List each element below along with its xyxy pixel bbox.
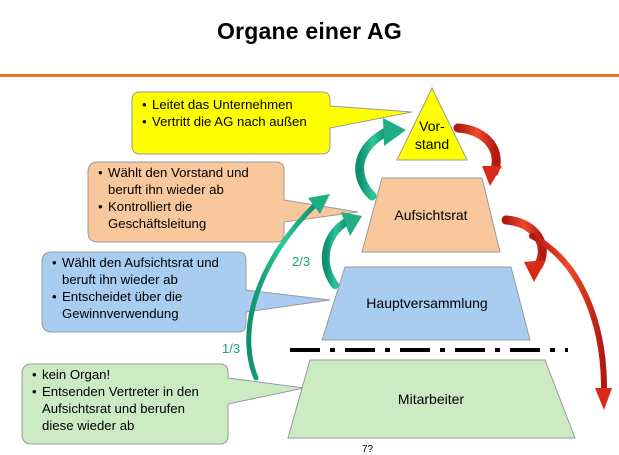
mitarbeiter-label: Mitarbeiter: [398, 391, 464, 407]
bubble-vorstand: Leitet das Unternehmen Vertritt die AG n…: [134, 92, 330, 154]
mitarbeiter-trapezoid: [287, 359, 576, 439]
bubble-aufsichtsrat: Wählt den Vorstand und beruft ihn wieder…: [90, 162, 282, 242]
vorstand-triangle: [396, 86, 468, 161]
bubble-hauptversammlung-item: Wählt den Aufsichtsrat und beruft ihn wi…: [51, 254, 238, 288]
hauptversammlung-trapezoid: [321, 266, 531, 341]
bubble-hauptversammlung: Wählt den Aufsichtsrat und beruft ihn wi…: [44, 252, 244, 332]
one-third-label: 1/3: [222, 341, 240, 356]
bubble-hauptversammlung-item: Entscheidet über die Gewinnverwendung: [51, 288, 238, 322]
vorstand-label-line1: Vor-: [419, 118, 445, 134]
vorstand-label-line2: stand: [415, 136, 449, 152]
green-arrow-aufsichtsrat-to-vorstand: [355, 118, 406, 201]
green-arrow-hauptversammlung-to-aufsichtsrat: [321, 212, 362, 289]
bubble-mitarbeiter-item: kein Organ!: [31, 366, 220, 383]
bubble-mitarbeiter-item: Entsenden Vertreter in den Aufsichtsrat …: [31, 383, 220, 434]
page-number: 7?: [362, 444, 374, 455]
bubble-aufsichtsrat-item: Kontrolliert die Geschäftsleitung: [97, 198, 276, 232]
page-title: Organe einer AG: [217, 18, 402, 44]
bubble-mitarbeiter: kein Organ! Entsenden Vertreter in den A…: [24, 364, 226, 444]
bubble-vorstand-item: Leitet das Unternehmen: [141, 96, 324, 113]
green-arrow-mitarbeiter-to-aufsichtsrat: [246, 194, 330, 381]
aufsichtsrat-trapezoid: [361, 177, 501, 253]
title-divider: [0, 74, 619, 77]
bubble-aufsichtsrat-item: Wählt den Vorstand und beruft ihn wieder…: [97, 164, 276, 198]
two-thirds-label: 2/3: [292, 254, 310, 269]
hauptversammlung-label: Hauptversammlung: [366, 295, 487, 311]
red-arrow-hauptversammlung-to-mitarbeiter: [529, 233, 612, 410]
aufsichtsrat-label: Aufsichtsrat: [394, 207, 467, 223]
bubble-vorstand-item: Vertritt die AG nach außen: [141, 113, 324, 130]
red-arrow-vorstand-to-aufsichtsrat: [453, 123, 502, 186]
